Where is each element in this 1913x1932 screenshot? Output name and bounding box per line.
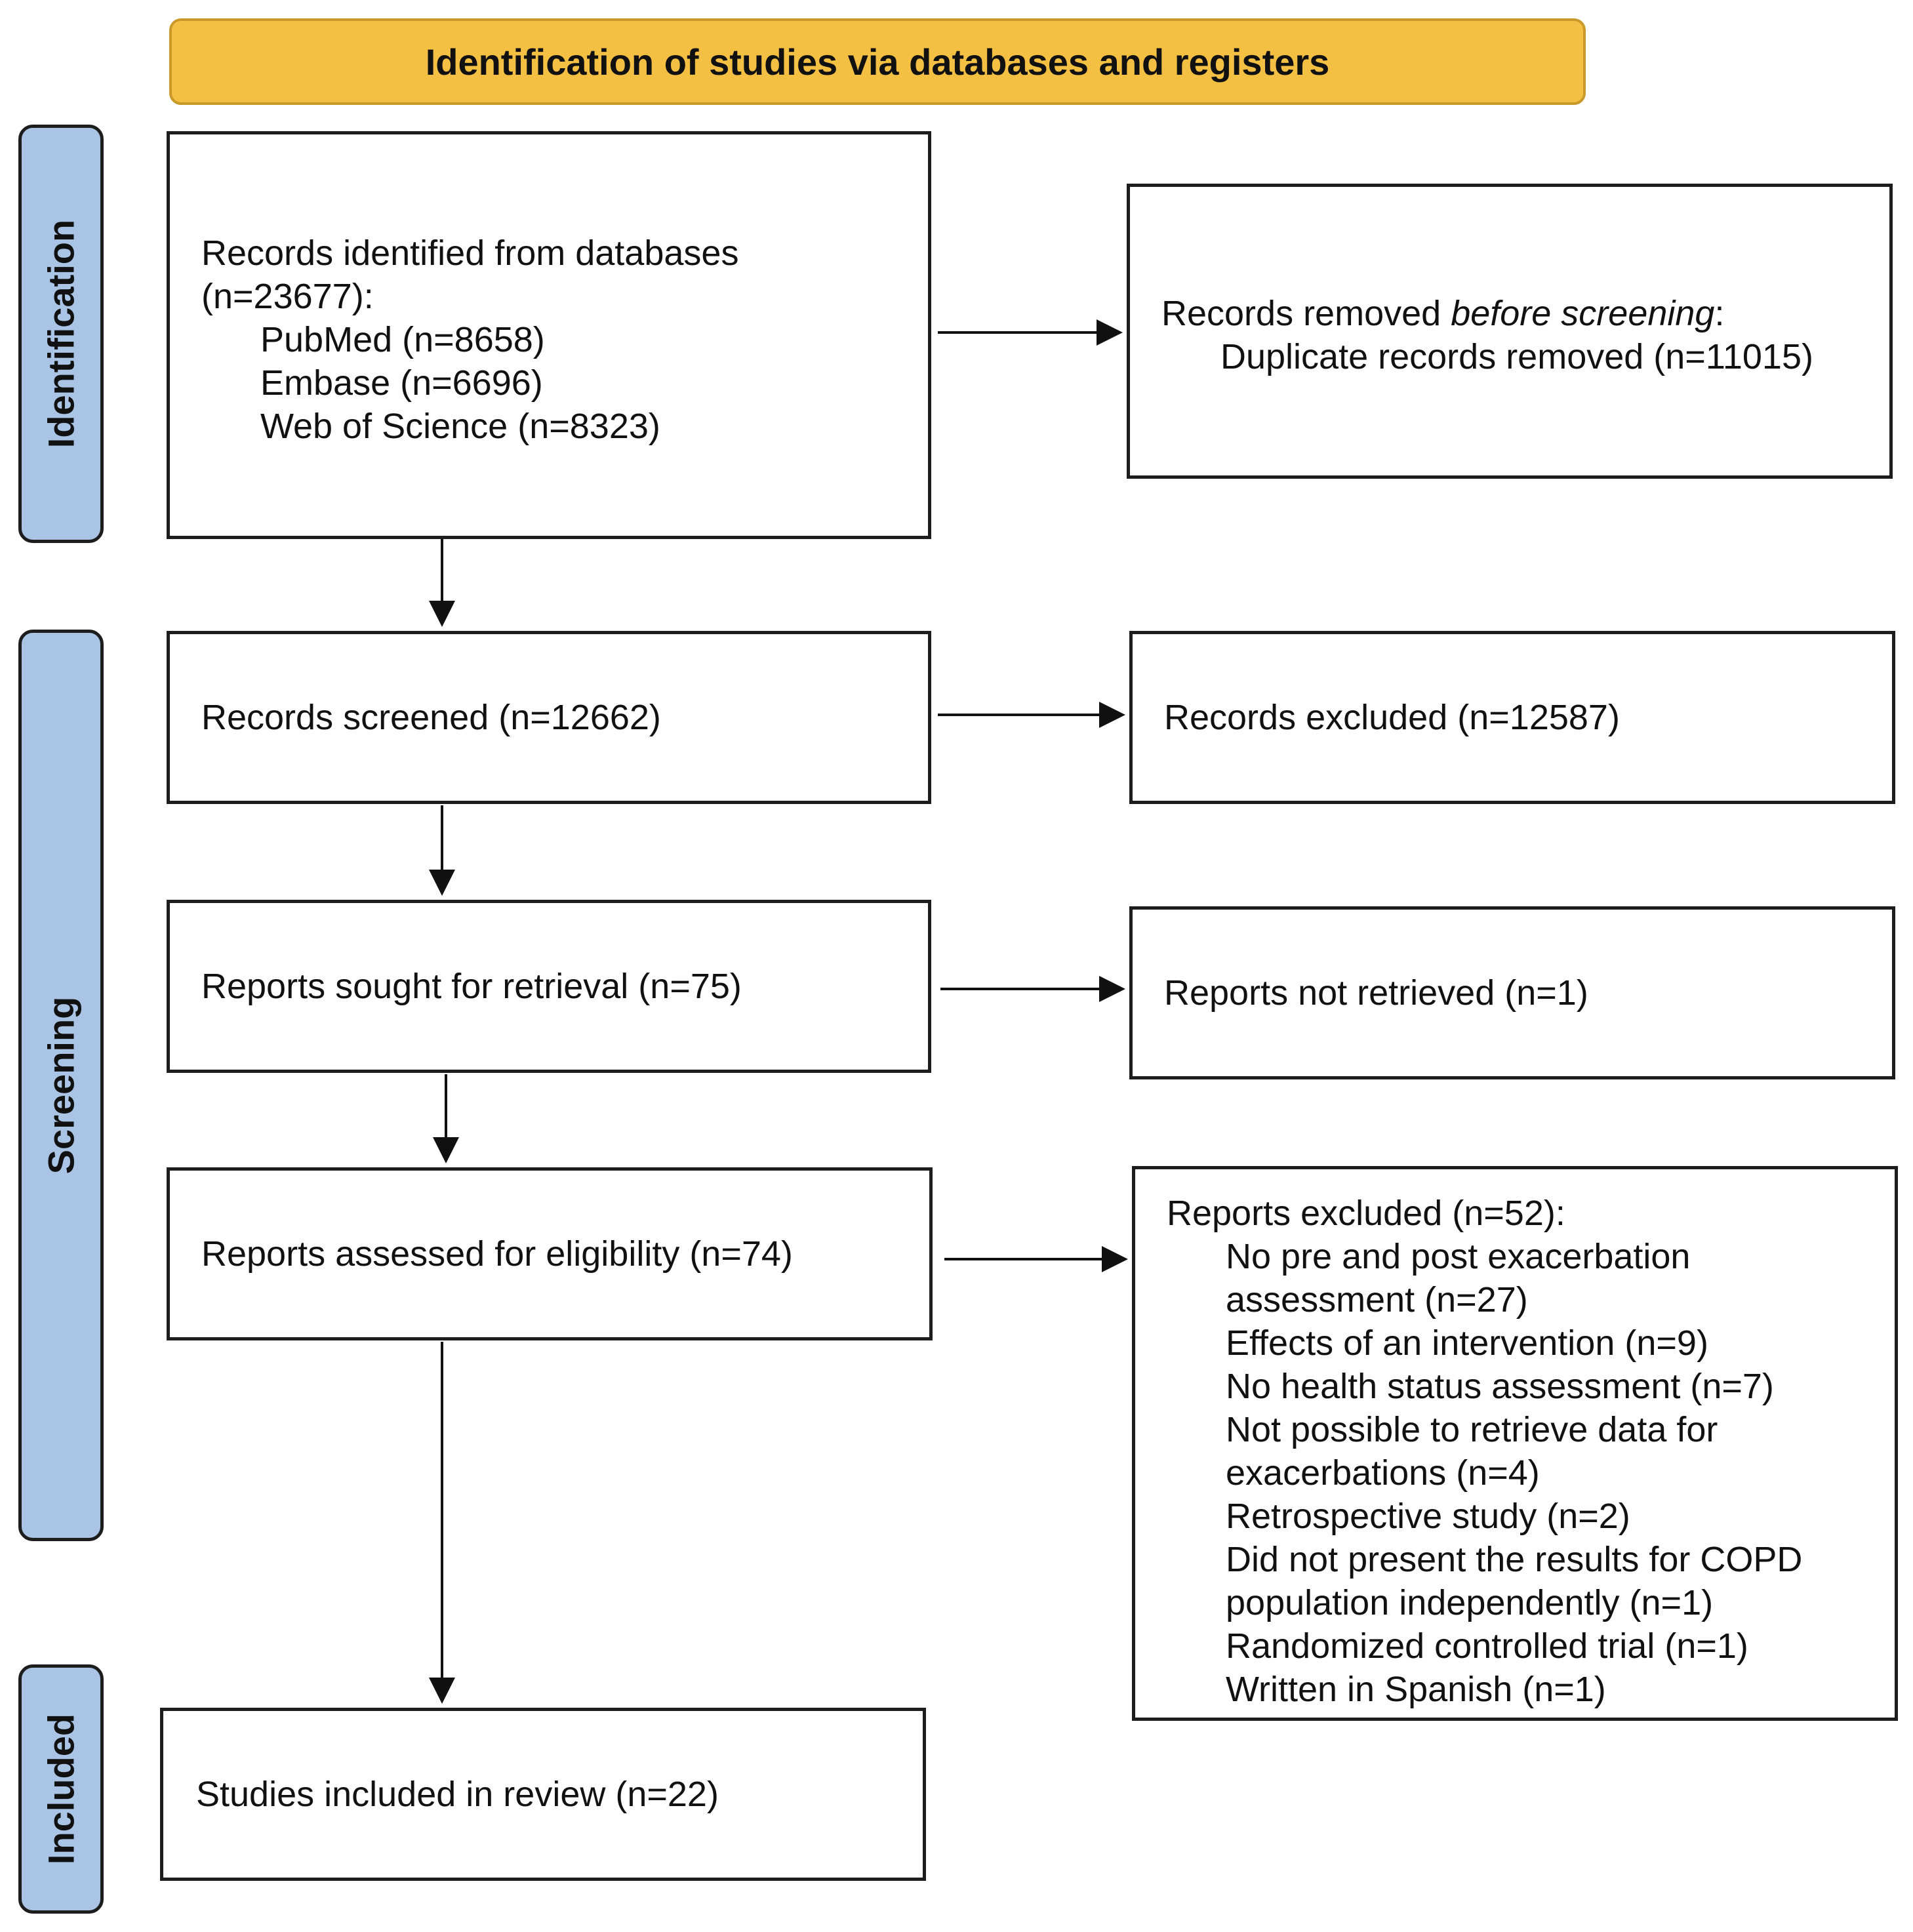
- records-identified-box: Records identified from databases (n=236…: [167, 131, 931, 539]
- duplicate-records-removed: Duplicate records removed (n=11015): [1220, 337, 1813, 376]
- reports-excluded-box: Reports excluded (n=52): No pre and post…: [1132, 1166, 1898, 1721]
- exclusion-reason: exacerbations (n=4): [1226, 1453, 1540, 1493]
- records-removed-box: Records removed before screening: Duplic…: [1127, 184, 1893, 479]
- records-identified-line2: (n=23677):: [201, 277, 374, 316]
- reports-sought-text: Reports sought for retrieval (n=75): [201, 967, 742, 1006]
- studies-included-text: Studies included in review (n=22): [196, 1775, 719, 1814]
- phase-screening: Screening: [18, 630, 104, 1541]
- phase-identification: Identification: [18, 125, 104, 543]
- source-embase: Embase (n=6696): [260, 363, 543, 403]
- exclusion-reason: Effects of an intervention (n=9): [1226, 1323, 1708, 1363]
- source-web-of-science: Web of Science (n=8323): [260, 407, 660, 446]
- exclusion-reason: population independently (n=1): [1226, 1583, 1714, 1622]
- exclusion-reason: No health status assessment (n=7): [1226, 1367, 1774, 1406]
- exclusion-reason: Did not present the results for COPD: [1226, 1540, 1803, 1579]
- reports-excluded-title: Reports excluded (n=52):: [1167, 1194, 1565, 1233]
- records-excluded-box: Records excluded (n=12587): [1129, 631, 1895, 804]
- source-pubmed: PubMed (n=8658): [260, 320, 545, 359]
- records-identified-line1: Records identified from databases: [201, 233, 739, 273]
- exclusion-reason: Written in Spanish (n=1): [1226, 1670, 1606, 1709]
- reports-not-retrieved-box: Reports not retrieved (n=1): [1129, 906, 1895, 1079]
- reports-sought-box: Reports sought for retrieval (n=75): [167, 900, 931, 1073]
- exclusion-reason: Randomized controlled trial (n=1): [1226, 1626, 1748, 1666]
- reports-assessed-box: Reports assessed for eligibility (n=74): [167, 1167, 933, 1340]
- phase-included: Included: [18, 1664, 104, 1914]
- banner-title: Identification of studies via databases …: [169, 18, 1586, 105]
- exclusion-reason: No pre and post exacerbation: [1226, 1237, 1691, 1276]
- exclusion-reason: assessment (n=27): [1226, 1280, 1528, 1319]
- exclusion-reason: Retrospective study (n=2): [1226, 1497, 1630, 1536]
- records-screened-box: Records screened (n=12662): [167, 631, 931, 804]
- records-screened-text: Records screened (n=12662): [201, 698, 661, 737]
- reports-assessed-text: Reports assessed for eligibility (n=74): [201, 1234, 793, 1274]
- records-excluded-text: Records excluded (n=12587): [1164, 698, 1620, 737]
- records-removed-heading: Records removed before screening:: [1161, 294, 1725, 333]
- exclusion-reason: Not possible to retrieve data for: [1226, 1410, 1718, 1449]
- studies-included-box: Studies included in review (n=22): [160, 1708, 926, 1881]
- reports-not-retrieved-text: Reports not retrieved (n=1): [1164, 973, 1588, 1013]
